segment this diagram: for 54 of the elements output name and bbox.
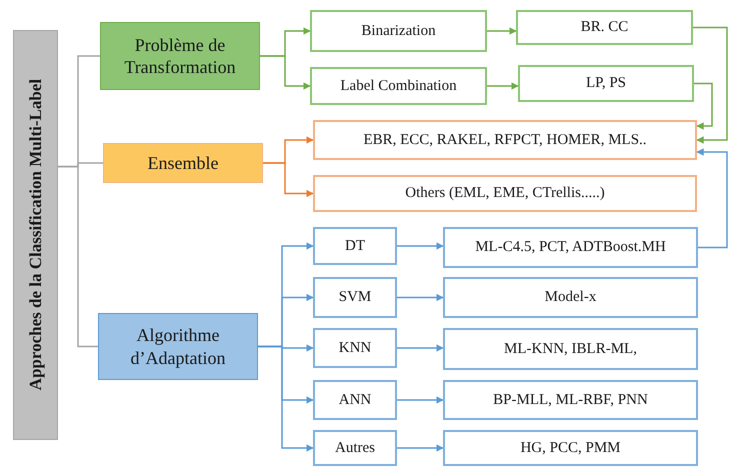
arrow bbox=[258, 346, 314, 452]
method-box bbox=[443, 430, 698, 466]
arrow bbox=[693, 26, 728, 144]
arrow bbox=[694, 82, 713, 130]
category-box bbox=[100, 22, 260, 90]
node-label: Autres bbox=[334, 438, 376, 458]
node-label: Others (EML, EME, CTrellis.....) bbox=[404, 184, 606, 203]
arrow bbox=[397, 344, 444, 352]
node-label: KNN bbox=[338, 338, 372, 358]
method-box bbox=[443, 380, 698, 420]
method-box bbox=[313, 380, 397, 420]
node-label: HG, PCC, PMM bbox=[519, 438, 622, 458]
method-box bbox=[313, 175, 697, 212]
node-label: Ensemble bbox=[146, 152, 220, 174]
method-box bbox=[516, 10, 693, 45]
category-box bbox=[103, 143, 263, 183]
node-label: Problème de Transformation bbox=[123, 34, 237, 78]
node-label: SVM bbox=[338, 288, 372, 307]
arrow bbox=[397, 242, 444, 250]
category-box bbox=[98, 313, 258, 380]
arrow bbox=[696, 148, 728, 248]
arrow bbox=[397, 444, 444, 452]
node-label: Algorithme d’Adaptation bbox=[130, 324, 226, 369]
root-label: Approches de la Classification Multi-Label bbox=[24, 79, 46, 391]
method-box bbox=[313, 277, 397, 318]
method-box bbox=[313, 328, 397, 368]
arrow bbox=[397, 294, 444, 302]
node-label: Label Combination bbox=[339, 76, 458, 96]
arrow bbox=[260, 55, 311, 90]
node-label: Binarization bbox=[360, 22, 437, 40]
method-box bbox=[313, 120, 697, 160]
node-label: Model-x bbox=[544, 288, 598, 307]
arrow bbox=[487, 82, 519, 90]
method-box bbox=[443, 328, 698, 370]
node-label: ANN bbox=[338, 390, 372, 410]
root-box bbox=[13, 30, 58, 440]
node-label: ML-KNN, IBLR-ML, bbox=[503, 340, 638, 358]
node-label: BR. CC bbox=[580, 18, 630, 37]
method-box bbox=[310, 67, 487, 105]
method-box bbox=[313, 430, 397, 466]
node-label: BP-MLL, ML-RBF, PNN bbox=[492, 390, 649, 410]
node-label: DT bbox=[344, 236, 366, 256]
arrow bbox=[487, 27, 517, 35]
method-box bbox=[518, 65, 694, 102]
arrow bbox=[263, 162, 314, 198]
connector-line bbox=[58, 166, 98, 348]
method-box bbox=[310, 10, 487, 52]
node-label: EBR, ECC, RAKEL, RFPCT, HOMER, MLS.. bbox=[362, 130, 648, 150]
method-box bbox=[443, 227, 698, 268]
method-box bbox=[313, 227, 397, 265]
node-label: ML-C4.5, PCT, ADTBoost.MH bbox=[474, 238, 667, 257]
node-label: LP, PS bbox=[584, 74, 628, 93]
arrow bbox=[397, 396, 444, 404]
method-box bbox=[443, 277, 698, 318]
